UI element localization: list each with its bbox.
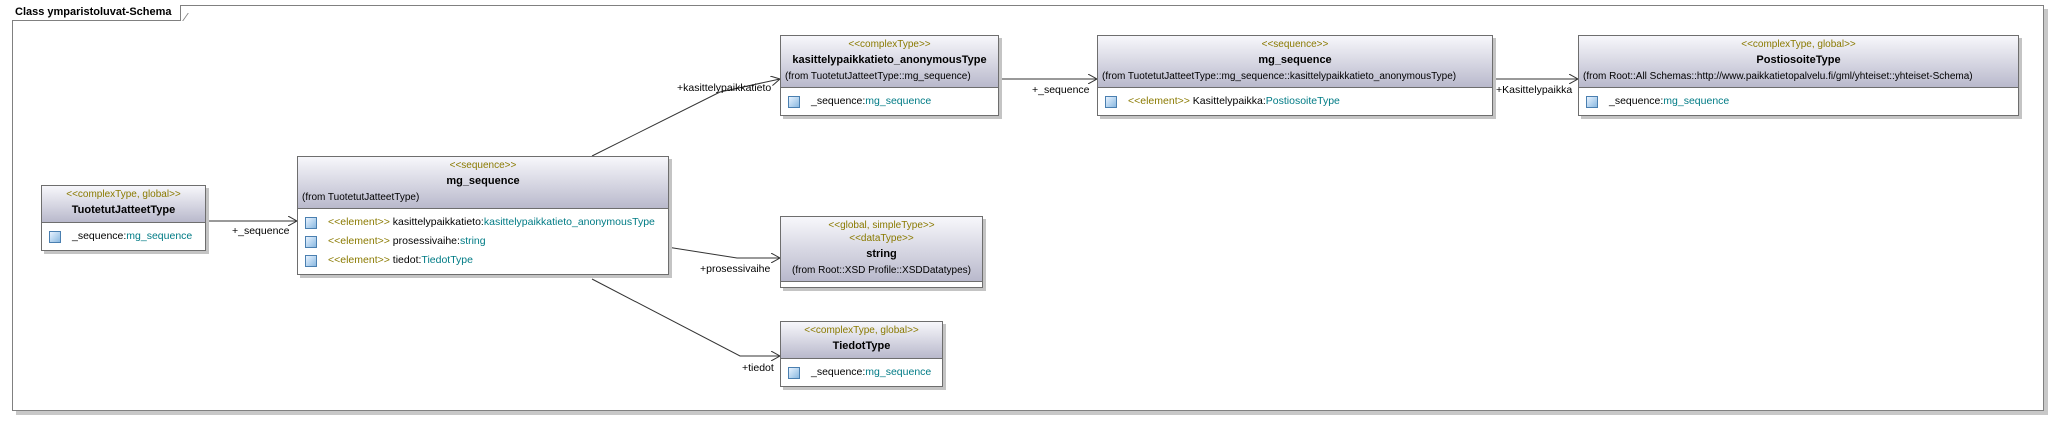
class-tuotetutjatteettype[interactable]: <<complexType, global>> TuotetutJatteetT… (41, 185, 206, 251)
class-mg-sequence-nested[interactable]: <<sequence>> mg_sequence (from TuotetutJ… (1097, 35, 1493, 116)
role-label-kasittelypaikka: +Kasittelypaikka (1496, 84, 1573, 96)
attribute-row[interactable]: <<element>> Kasittelypaikka:PostiosoiteT… (1098, 92, 1492, 111)
attribute-row[interactable]: <<element>> tiedot:TiedotType (298, 251, 668, 270)
stereotype: <<sequence>> (1261, 39, 1329, 50)
role-label-kasittelypaikkatieto: +kasittelypaikkatieto (677, 82, 772, 94)
class-postiosoitetype[interactable]: <<complexType, global>> PostiosoiteType … (1578, 35, 2019, 116)
from-package: (from TuotetutJatteetType::mg_sequence) (785, 71, 971, 82)
stereotype: <<complexType>> (848, 39, 931, 50)
class-name: string (866, 248, 897, 260)
link-mg-to-anon (591, 79, 780, 157)
stereotype: <<global, simpleType>> (828, 220, 935, 231)
stereotype: <<complexType, global>> (1741, 39, 1856, 50)
class-name: mg_sequence (1258, 54, 1332, 66)
attribute-row[interactable]: _sequence:mg_sequence (1579, 92, 2018, 111)
role-label-sequence: +_sequence (1032, 84, 1090, 96)
attribute-row[interactable]: <<element>> kasittelypaikkatieto:kasitte… (298, 213, 668, 232)
attribute-row[interactable]: _sequence:mg_sequence (781, 363, 942, 382)
element-icon (305, 255, 317, 267)
from-package: (from Root::XSD Profile::XSDDatatypes) (792, 265, 971, 276)
attribute-row[interactable]: _sequence:mg_sequence (42, 227, 205, 246)
class-name: PostiosoiteType (1756, 54, 1841, 66)
class-name: kasittelypaikkatieto_anonymousType (792, 54, 987, 66)
element-icon (1105, 96, 1117, 108)
element-icon (305, 236, 317, 248)
attribute-row[interactable]: _sequence:mg_sequence (781, 92, 998, 111)
class-mg-sequence-main[interactable]: <<sequence>> mg_sequence (from TuotetutJ… (297, 156, 669, 275)
from-package: (from Root::All Schemas::http://www.paik… (1583, 71, 1973, 82)
from-package: (from TuotetutJatteetType::mg_sequence::… (1102, 71, 1457, 82)
class-name: TiedotType (832, 340, 891, 352)
attribute-icon (49, 231, 61, 243)
link-mg-to-tiedot (591, 278, 780, 356)
class-string[interactable]: <<global, simpleType>> <<dataType>> stri… (780, 216, 983, 288)
role-label-sequence: +_sequence (232, 225, 290, 237)
stereotype: <<complexType, global>> (804, 325, 919, 336)
from-package: (from TuotetutJatteetType) (302, 192, 420, 203)
class-name: TuotetutJatteetType (71, 204, 176, 216)
attribute-row[interactable]: <<element>> prosessivaihe:string (298, 232, 668, 251)
link-mg-to-string (666, 246, 780, 258)
role-label-tiedot: +tiedot (742, 362, 774, 374)
attribute-icon (788, 367, 800, 379)
diagram-title: Class ymparistoluvat-Schema (12, 5, 181, 21)
stereotype: <<dataType>> (849, 233, 914, 244)
attribute-icon (788, 96, 800, 108)
class-name: mg_sequence (446, 175, 520, 187)
class-kasittelypaikkatieto-anonymoustype[interactable]: <<complexType>> kasittelypaikkatieto_ano… (780, 35, 999, 116)
element-icon (305, 217, 317, 229)
stereotype: <<sequence>> (449, 160, 517, 171)
role-label-prosessivaihe: +prosessivaihe (700, 263, 771, 275)
stereotype: <<complexType, global>> (66, 189, 181, 200)
class-tiedottype[interactable]: <<complexType, global>> TiedotType _sequ… (780, 321, 943, 387)
attribute-icon (1586, 96, 1598, 108)
